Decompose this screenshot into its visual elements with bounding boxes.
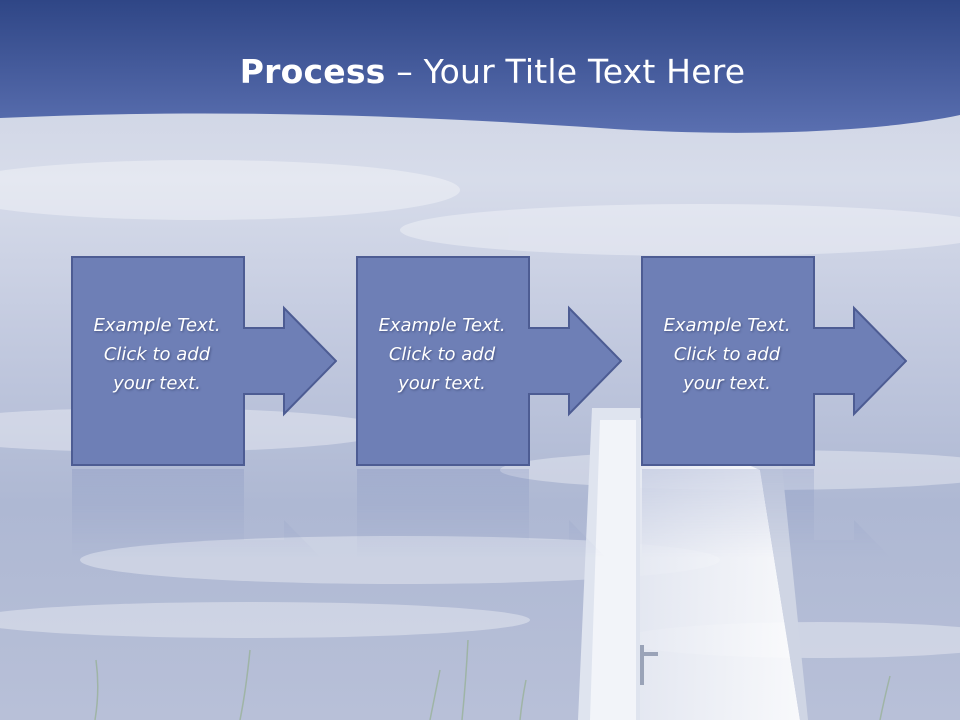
slide-title[interactable]: Process – Your Title Text Here [0,52,960,91]
arrow-box-shape [356,256,622,466]
step-reflection [71,468,337,677]
step-text-line: Click to add [103,343,211,365]
step-text-line: your text. [113,372,201,394]
step-text: Example Text. Click to add your text. [71,256,243,466]
step-text-line: Example Text. [378,314,506,336]
step-text-line: Example Text. [663,314,791,336]
step-text-line: Example Text. [93,314,221,336]
door-illustration [578,408,808,720]
title-rest: – Your Title Text Here [385,52,746,91]
step-reflection [356,468,622,677]
step-text-line: your text. [683,372,771,394]
step-text-line: your text. [398,372,486,394]
process-step-1[interactable]: Example Text. Click to add your text. [71,256,337,466]
title-bold: Process [239,52,386,91]
step-text-line: Click to add [388,343,496,365]
step-text: Example Text. Click to add your text. [356,256,528,466]
step-reflection [641,468,907,677]
step-text: Example Text. Click to add your text. [641,256,813,466]
arrow-box-shape [71,256,337,466]
process-step-3[interactable]: Example Text. Click to add your text. [641,256,907,466]
arrow-box-shape [641,256,907,466]
step-text-line: Click to add [673,343,781,365]
process-step-2[interactable]: Example Text. Click to add your text. [356,256,622,466]
